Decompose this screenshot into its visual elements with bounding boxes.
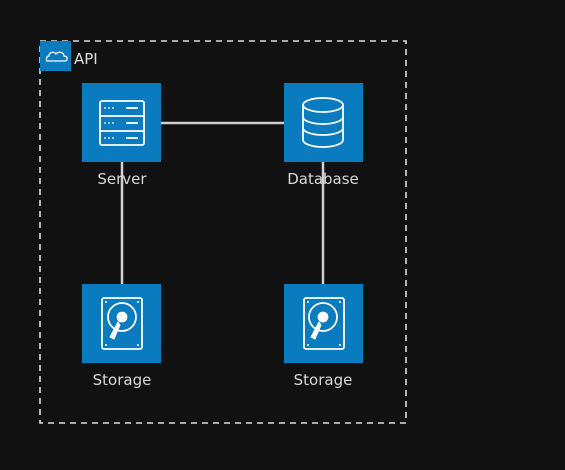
hard-drive-icon xyxy=(303,297,345,350)
node-storage-right-label: Storage xyxy=(294,371,353,389)
node-database[interactable] xyxy=(284,83,363,162)
node-server-label: Server xyxy=(97,170,147,188)
api-group-title: API xyxy=(74,50,98,68)
node-storage-left[interactable] xyxy=(82,284,161,363)
server-icon xyxy=(99,100,145,146)
node-storage-right[interactable] xyxy=(284,284,363,363)
hard-drive-icon xyxy=(101,297,143,350)
node-storage-left-label: Storage xyxy=(93,371,152,389)
edges xyxy=(120,121,325,285)
node-server[interactable] xyxy=(82,83,161,162)
cloud-icon xyxy=(40,41,71,71)
node-database-label: Database xyxy=(287,170,359,188)
database-icon xyxy=(302,97,344,148)
